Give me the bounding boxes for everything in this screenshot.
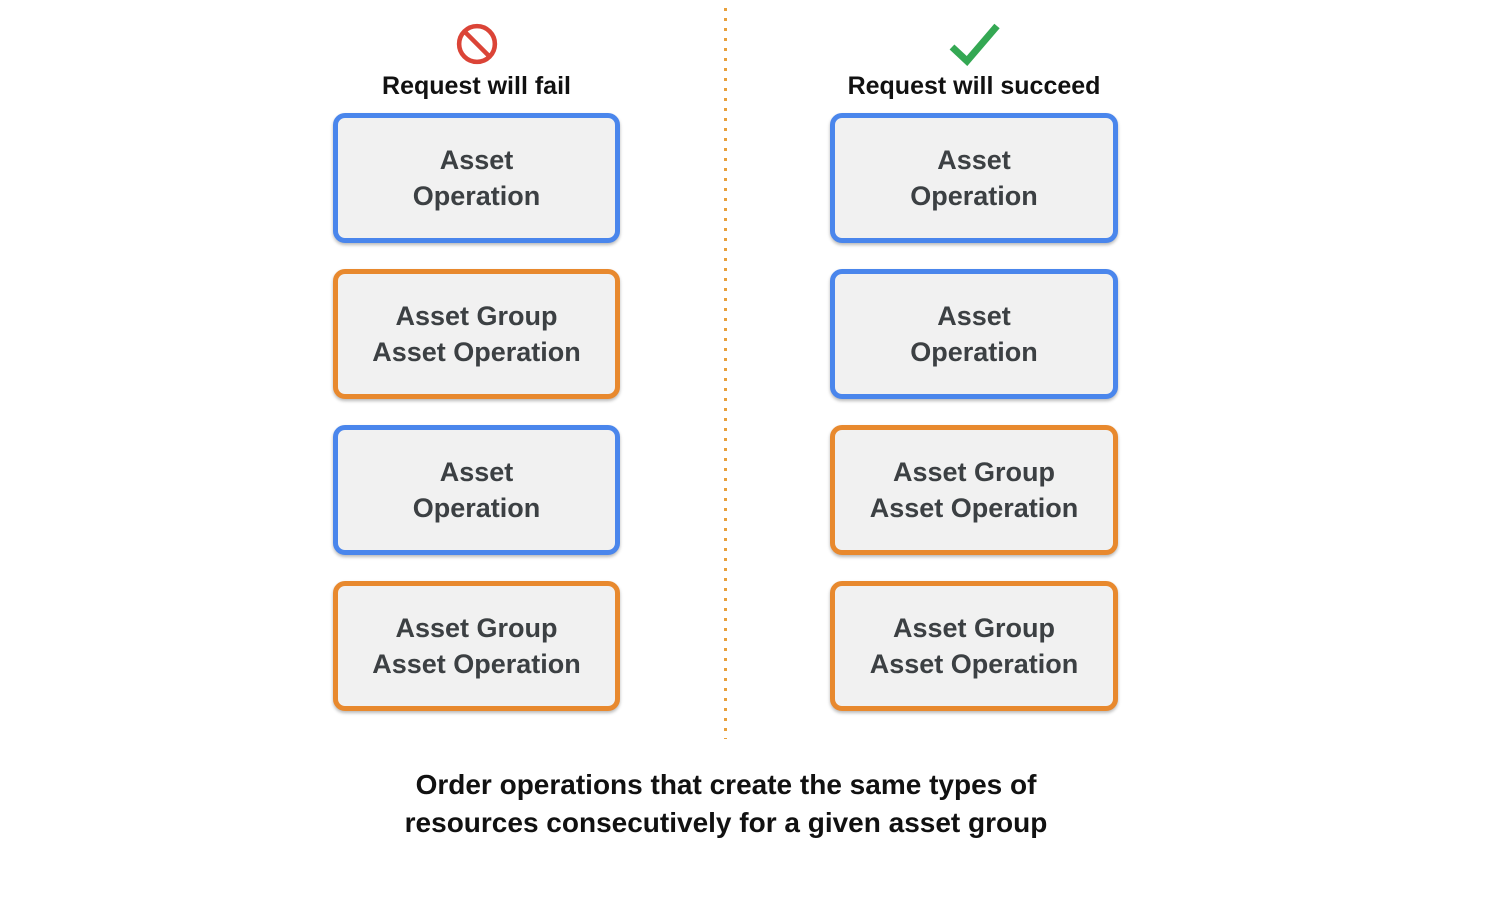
succeed-box-4-asset-group-asset-operation: Asset Group Asset Operation — [830, 581, 1118, 711]
checkmark-icon — [949, 23, 1000, 66]
fail-box-2-asset-group-asset-operation: Asset Group Asset Operation — [333, 269, 620, 399]
fail-icon-wrapper — [455, 22, 499, 66]
prohibited-icon — [456, 23, 497, 65]
fail-box-3-asset-operation: Asset Operation — [333, 425, 620, 555]
succeed-column-header: Request will succeed — [847, 72, 1101, 100]
succeed-box-3-asset-group-asset-operation: Asset Group Asset Operation — [830, 425, 1118, 555]
succeed-box-2-asset-operation: Asset Operation — [830, 269, 1118, 399]
fail-column-header: Request will fail — [382, 72, 571, 100]
diagram-caption: Order operations that create the same ty… — [404, 769, 1048, 838]
succeed-box-stack: Asset Operation Asset Operation Asset Gr… — [830, 113, 1118, 711]
fail-column: Request will fail Asset Operation Asset … — [333, 10, 620, 711]
dotted-divider — [724, 8, 727, 739]
succeed-column: Request will succeed Asset Operation Ass… — [830, 10, 1118, 711]
succeed-icon-wrapper — [947, 22, 1001, 66]
succeed-box-1-asset-operation: Asset Operation — [830, 113, 1118, 243]
fail-box-1-asset-operation: Asset Operation — [333, 113, 620, 243]
fail-box-4-asset-group-asset-operation: Asset Group Asset Operation — [333, 581, 620, 711]
fail-box-stack: Asset Operation Asset Group Asset Operat… — [333, 113, 620, 711]
